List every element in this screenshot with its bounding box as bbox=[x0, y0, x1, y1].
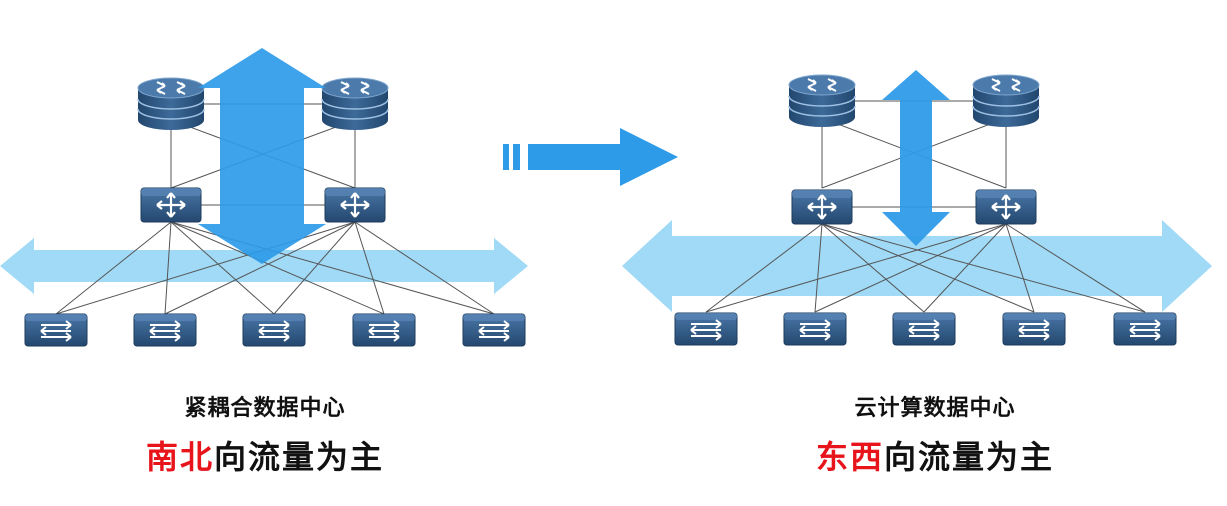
east-west-flow-arrow-right bbox=[622, 220, 1212, 312]
north-south-flow-arrow-left bbox=[198, 48, 326, 264]
access-switch-icon bbox=[783, 312, 847, 346]
core-router-icon bbox=[137, 77, 205, 131]
left-topology bbox=[0, 48, 528, 347]
access-switch-icon bbox=[892, 312, 956, 346]
access-switch-icon bbox=[1113, 312, 1177, 346]
aggregation-switch-icon bbox=[974, 188, 1038, 226]
left-headline-highlight: 南北 bbox=[145, 438, 214, 476]
access-switch-icon bbox=[352, 313, 416, 347]
aggregation-switch-icon bbox=[139, 186, 203, 224]
right-headline-highlight: 东西 bbox=[815, 438, 884, 476]
aggregation-switch-icon bbox=[790, 188, 854, 226]
left-panel-title: 紧耦合数据中心 bbox=[184, 396, 346, 421]
right-panel-title: 云计算数据中心 bbox=[854, 396, 1016, 421]
access-switch-icon bbox=[1002, 312, 1066, 346]
right-lower-mesh-links bbox=[705, 223, 1146, 313]
core-router-icon bbox=[788, 74, 856, 128]
left-headline-rest: 向流量为主 bbox=[214, 438, 385, 476]
aggregation-switch-icon bbox=[323, 186, 387, 224]
right-topology bbox=[622, 70, 1212, 346]
access-switch-icon bbox=[133, 313, 197, 347]
access-switch-icon bbox=[462, 313, 526, 347]
left-panel-headline: 南北向流量为主 bbox=[90, 432, 440, 478]
access-switch-icon bbox=[242, 313, 306, 347]
core-router-icon bbox=[321, 77, 389, 131]
right-arrow-icon bbox=[503, 128, 678, 186]
right-headline-rest: 向流量为主 bbox=[884, 438, 1055, 476]
right-panel-headline: 东西向流量为主 bbox=[760, 432, 1110, 478]
access-switch-icon bbox=[674, 312, 738, 346]
north-south-flow-arrow-right bbox=[882, 70, 950, 246]
access-switch-icon bbox=[24, 313, 88, 347]
core-router-icon bbox=[972, 74, 1040, 128]
